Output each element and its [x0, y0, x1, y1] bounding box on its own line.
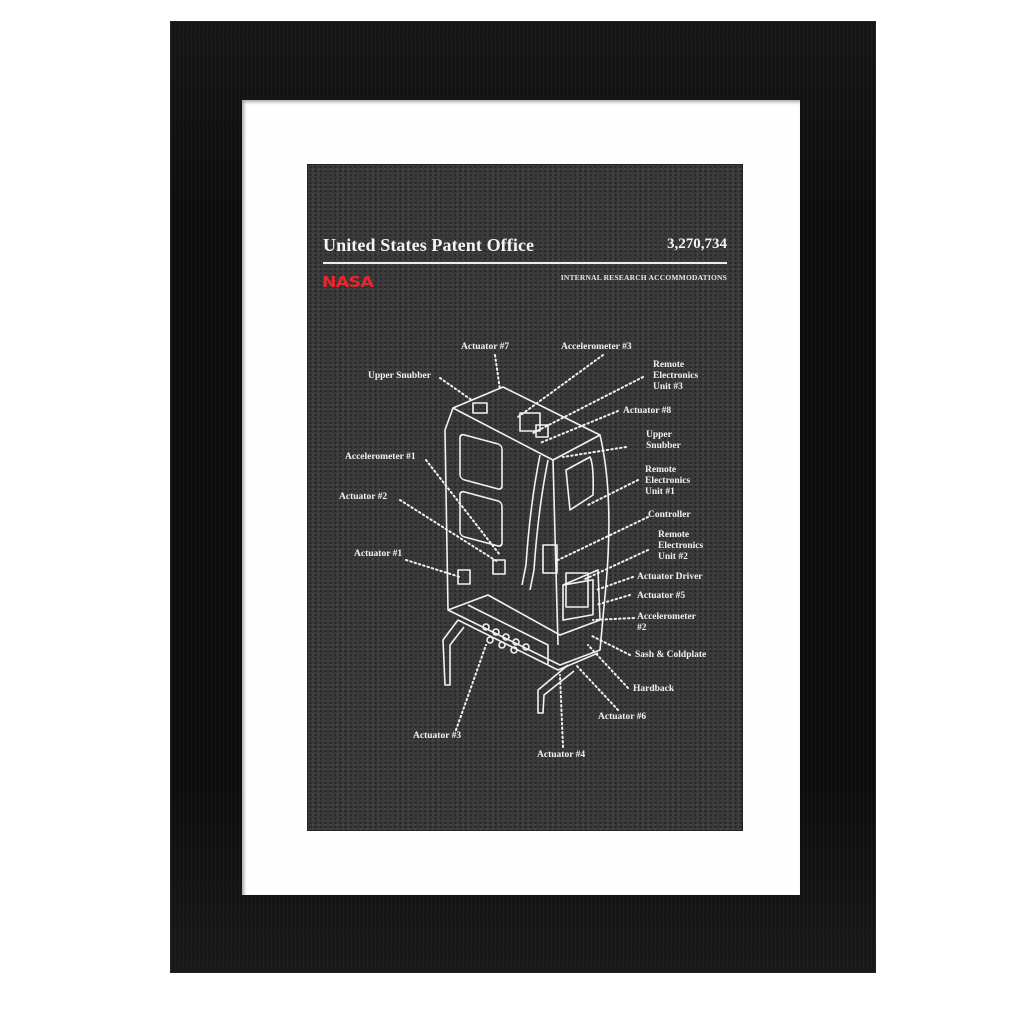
label-actuator-5: Actuator #5 [637, 591, 686, 601]
title-divider [323, 262, 727, 264]
poster-subtitle: INTERNAL RESEARCH ACCOMMODATIONS [560, 273, 727, 282]
label-actuator-2: Actuator #2 [339, 492, 388, 502]
patent-poster: United States Patent Office 3,270,734 NA… [308, 165, 742, 830]
mat-board: United States Patent Office 3,270,734 NA… [242, 100, 800, 895]
label-accelerometer-2: Accelerometer #2 [637, 612, 696, 633]
picture-frame: United States Patent Office 3,270,734 NA… [171, 22, 875, 972]
label-accelerometer-1: Accelerometer #1 [345, 452, 416, 462]
rack-outline [444, 386, 610, 666]
label-remote-electronics-unit-2: Remote Electronics Unit #2 [658, 530, 704, 562]
label-actuator-driver: Actuator Driver [637, 572, 703, 582]
rack-diagram [399, 354, 649, 748]
poster-title: United States Patent Office [323, 235, 535, 255]
label-actuator-4: Actuator #4 [537, 750, 586, 760]
label-upper-snubber-right: Upper Snubber [646, 430, 681, 451]
label-remote-electronics-unit-3: Remote Electronics Unit #3 [653, 360, 699, 392]
label-hardback: Hardback [633, 684, 675, 694]
patent-number: 3,270,734 [667, 236, 727, 252]
label-controller: Controller [648, 510, 691, 520]
label-actuator-1: Actuator #1 [354, 549, 403, 559]
label-actuator-7: Actuator #7 [461, 342, 510, 352]
label-sash-coldplate: Sash & Coldplate [635, 650, 707, 660]
nasa-logo-icon: NASA [322, 273, 374, 291]
label-actuator-8: Actuator #8 [623, 406, 672, 416]
label-remote-electronics-unit-1: Remote Electronics Unit #1 [645, 465, 691, 497]
label-accelerometer-3: Accelerometer #3 [561, 342, 632, 352]
label-upper-snubber-left: Upper Snubber [368, 371, 431, 381]
label-actuator-3: Actuator #3 [413, 731, 462, 741]
label-actuator-6: Actuator #6 [598, 712, 647, 722]
